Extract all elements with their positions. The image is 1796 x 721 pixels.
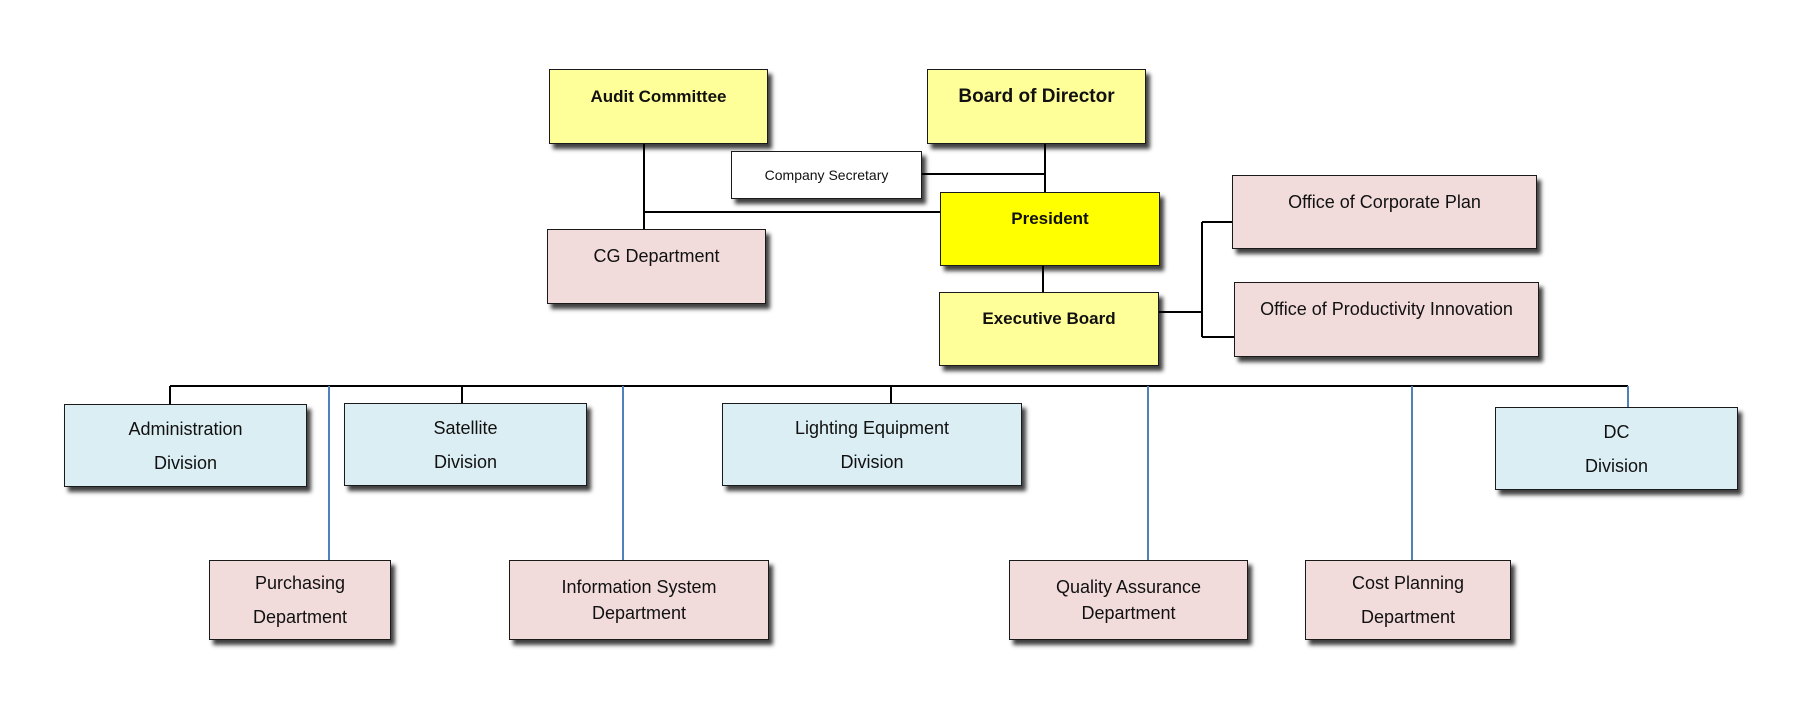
audit-committee-box: Audit Committee	[549, 69, 768, 144]
satellite-division-line1: Satellite	[433, 417, 498, 438]
purchasing-department-line2: Department	[252, 607, 348, 627]
administration-division-line1: Administration	[128, 418, 243, 439]
president-label: President	[1011, 209, 1089, 228]
lighting-equipment-division-box: Lighting Equipment Division	[722, 403, 1022, 486]
administration-division-box: Administration Division	[64, 404, 307, 487]
satellite-division-line2: Division	[433, 451, 498, 472]
purchasing-department-box: Purchasing Department	[209, 560, 391, 640]
executive-board-label: Executive Board	[982, 309, 1116, 328]
board-of-director-box: Board of Director	[927, 69, 1146, 144]
cost-planning-department-line1: Cost Planning	[1351, 573, 1465, 593]
dc-division-line2: Division	[1584, 455, 1649, 476]
satellite-division-box: Satellite Division	[344, 403, 587, 486]
president-box: President	[940, 192, 1160, 266]
administration-division-line2: Division	[153, 452, 218, 473]
quality-assurance-department-line2: Department	[1081, 603, 1176, 623]
information-system-department-line1: Information System	[561, 577, 717, 597]
dc-division-line1: DC	[1603, 421, 1630, 442]
office-corporate-plan-label: Office of Corporate Plan	[1288, 191, 1481, 212]
company-secretary-label: Company Secretary	[764, 167, 889, 183]
quality-assurance-department-box: Quality Assurance Department	[1009, 560, 1248, 640]
executive-board-box: Executive Board	[939, 292, 1159, 366]
dc-division-box: DC Division	[1495, 407, 1738, 490]
cost-planning-department-box: Cost Planning Department	[1305, 560, 1511, 640]
board-of-director-label: Board of Director	[958, 85, 1115, 107]
information-system-department-box: Information System Department	[509, 560, 769, 640]
quality-assurance-department-line1: Quality Assurance	[1055, 577, 1202, 597]
cg-department-box: CG Department	[547, 229, 766, 304]
cg-department-label: CG Department	[593, 246, 720, 266]
audit-committee-label: Audit Committee	[590, 86, 727, 106]
office-corporate-plan-box: Office of Corporate Plan	[1232, 175, 1537, 249]
office-productivity-innovation-label: Office of Productivity Innovation	[1260, 299, 1513, 319]
office-productivity-innovation-box: Office of Productivity Innovation	[1234, 282, 1539, 357]
lighting-equipment-division-line1: Lighting Equipment	[794, 417, 950, 438]
lighting-equipment-division-line2: Division	[840, 451, 904, 472]
information-system-department-line2: Department	[591, 603, 687, 623]
cost-planning-department-line2: Department	[1360, 607, 1456, 627]
purchasing-department-line1: Purchasing	[254, 573, 346, 593]
company-secretary-box: Company Secretary	[731, 151, 922, 199]
